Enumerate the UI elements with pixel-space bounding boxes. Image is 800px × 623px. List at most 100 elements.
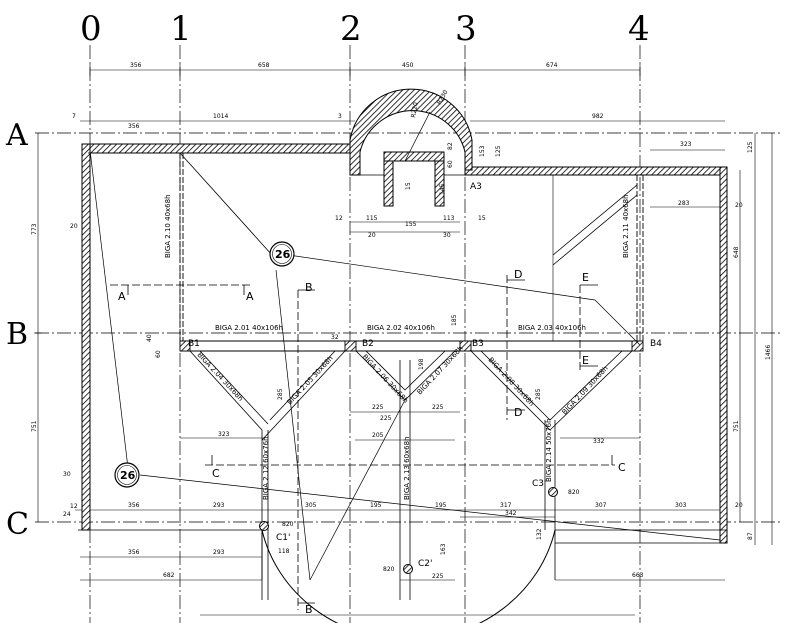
section-d-bottom: D [514, 406, 522, 419]
dim-s-15: 15 [478, 215, 486, 222]
beam-2-04: BIGA 2.04 30x68h [196, 351, 245, 403]
dim-v-198: 198 [418, 358, 425, 370]
beam-2-06: BIGA 2.06 30x68h [361, 353, 410, 405]
dim-m-332: 332 [593, 438, 605, 445]
section-e-top: E [582, 271, 589, 284]
dim-row-7: 7 [72, 113, 76, 120]
dim-m-225-c: 225 [380, 415, 392, 422]
dim-c-303: 303 [675, 502, 687, 509]
dim-c-12: 12 [70, 503, 78, 510]
section-c-right: C [618, 461, 626, 474]
dim-v-648: 648 [733, 246, 740, 258]
dim-top-356: 356 [130, 62, 142, 69]
dim-v-125-b: 125 [747, 141, 754, 153]
dim-row-323: 323 [680, 141, 692, 148]
dim-top-450: 450 [402, 62, 414, 69]
dim-c-305: 305 [305, 502, 317, 509]
axis-label-0: 0 [80, 9, 102, 49]
dim-d-225: 225 [432, 573, 444, 580]
beam-2-09: BIGA 2.09 30x68h [561, 364, 610, 416]
dim-c-30: 30 [63, 471, 71, 478]
dim-v-751-right: 751 [733, 420, 740, 432]
dim-v-20-b: 20 [735, 202, 743, 209]
node-a3: A3 [470, 182, 482, 192]
section-c-left: C [212, 467, 220, 480]
node-b2: B2 [362, 339, 374, 349]
dim-c-20: 20 [735, 502, 743, 509]
dim-m-205: 205 [372, 432, 384, 439]
dim-row-3: 3 [338, 113, 342, 120]
axis-label-b: B [6, 317, 28, 352]
dim-c-307: 307 [595, 502, 607, 509]
dim-row-1014: 1014 [213, 113, 228, 120]
dim-row-356: 356 [128, 123, 140, 130]
dim-v-285-a: 285 [277, 388, 284, 400]
dim-n-82: 82 [447, 142, 454, 150]
dim-n-145: 145 [439, 183, 446, 195]
node-c1: C1' [276, 533, 290, 543]
dim-c-293: 293 [213, 502, 225, 509]
beam-2-11: BIGA 2.11 40x68h [622, 194, 630, 258]
dim-v-20-a: 20 [70, 223, 78, 230]
dim-m-225-a: 225 [372, 404, 384, 411]
dim-s-115: 115 [366, 215, 378, 222]
dim-top-658: 658 [258, 62, 270, 69]
dim-d-132: 132 [536, 528, 543, 540]
dim-v-153: 153 [479, 145, 486, 157]
callout-26-top: 26 [275, 248, 291, 261]
dim-d-293: 293 [213, 549, 225, 556]
axis-label-a: A [5, 118, 28, 153]
section-b-top: B [305, 281, 313, 294]
beam-2-10: BIGA 2.10 40x68h [164, 194, 172, 258]
beam-2-03: BIGA 2.03 40x106h [518, 324, 586, 332]
dim-c-342: 342 [505, 510, 517, 517]
axis-label-c: C [6, 507, 29, 542]
dim-v-285-b: 285 [535, 388, 542, 400]
callout-bubbles [114, 241, 295, 488]
dim-d-820-a: 820 [282, 521, 294, 528]
dim-v-e32: 32 [331, 334, 339, 341]
beam-2-02: BIGA 2.02 40x106h [367, 324, 435, 332]
beam-2-08: BIGA 2.08 30x68h [487, 356, 536, 408]
dim-s-155: 155 [405, 221, 417, 228]
axis-label-1: 1 [170, 9, 192, 49]
axis-label-2: 2 [340, 9, 362, 49]
dim-c-24: 24 [63, 511, 71, 518]
beam-2-01: BIGA 2.01 40x106h [215, 324, 283, 332]
dim-d-820-b: 820 [383, 566, 395, 573]
dim-d-820-c: 820 [568, 489, 580, 496]
dim-e-87: 87 [747, 532, 754, 540]
dim-m-323: 323 [218, 431, 230, 438]
dim-n-r220: R220 [410, 102, 420, 119]
dim-n-60: 60 [447, 160, 454, 168]
callout-26-bottom: 26 [120, 469, 136, 482]
beam-2-13: BIGA 2.13 60x68h [403, 436, 411, 500]
dim-c-356: 356 [128, 502, 140, 509]
dim-s-113: 113 [443, 215, 455, 222]
section-d-top: D [514, 268, 522, 281]
beam-2-12: BIGA 2.12 60x76h [262, 436, 270, 500]
dim-n-15: 15 [405, 182, 412, 190]
dim-d-356: 356 [128, 549, 140, 556]
node-c3: C3' [532, 479, 546, 489]
dim-v-e60: 60 [155, 350, 162, 358]
section-a-right: A [246, 290, 254, 303]
axis-label-4: 4 [628, 9, 650, 49]
secondary-beams [179, 152, 638, 600]
section-b-bottom: B [305, 603, 313, 616]
dim-v-e40: 40 [146, 334, 153, 342]
beam-2-14: BIGA 2.14 50x76h [545, 418, 553, 482]
dim-top-674: 674 [546, 62, 558, 69]
dim-c-195-a: 195 [370, 502, 382, 509]
beam-2-05: BIGA 2.05 30x68h [286, 354, 335, 406]
columns [259, 487, 558, 574]
dim-s-12: 12 [335, 215, 343, 222]
dim-v-773: 773 [31, 223, 38, 235]
dim-d-163: 163 [440, 543, 447, 555]
dim-v-1466: 1466 [765, 345, 772, 360]
dim-s-20: 20 [368, 232, 376, 239]
axis-label-3: 3 [455, 9, 477, 49]
section-markers [110, 275, 615, 610]
dim-v-125-a: 125 [495, 145, 502, 157]
